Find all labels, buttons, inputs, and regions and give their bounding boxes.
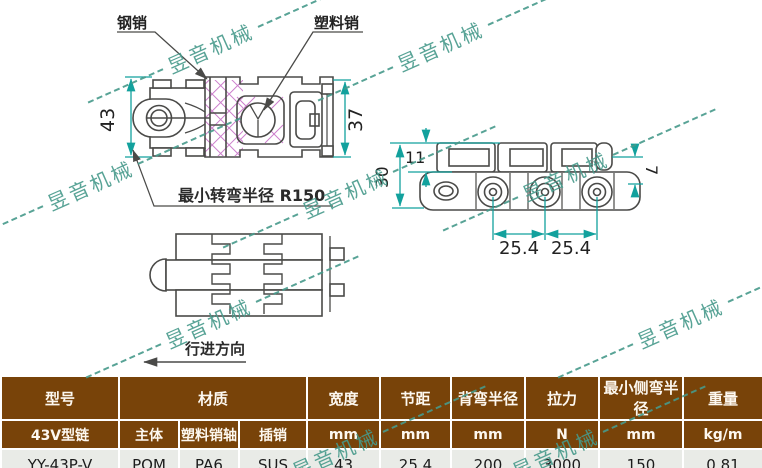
data-row: YY-43P-V POM PA6 SUS 43 25.4 200 3000 15… (2, 450, 762, 468)
unit-sidebend: mm (600, 421, 682, 448)
plastic-pin-label: 塑料销 (314, 14, 359, 32)
value-model: YY-43P-V (2, 450, 118, 468)
col-weight: 重量 (684, 377, 762, 419)
subcol-body: 主体 (120, 421, 178, 448)
col-width: 宽度 (308, 377, 379, 419)
col-min-sidebend-radius: 最小侧弯半径 (600, 377, 682, 419)
pin-labels: 钢销 塑料销 (117, 14, 363, 111)
dimension-pitch-1: 25.4 (499, 238, 539, 259)
steel-pin-label: 钢销 (117, 14, 147, 32)
value-backbend: 200 (452, 450, 524, 468)
technical-drawing: 43 37 钢销 塑料销 最小转弯半径 R150 (97, 14, 661, 367)
spec-table: 型号 材质 宽度 节距 背弯半径 拉力 最小侧弯半径 重量 43V型链 主体 塑… (0, 375, 762, 468)
side-view-dimensions (390, 128, 643, 240)
unit-weight: kg/m (684, 421, 762, 448)
value-pitch: 25.4 (381, 450, 450, 468)
value-tension: 3000 (526, 450, 598, 468)
value-body-material: POM (120, 450, 178, 468)
subcol-plastic-pin: 塑料销轴 (180, 421, 238, 448)
value-plastic-pin-material: PA6 (180, 450, 238, 468)
unit-width: mm (308, 421, 379, 448)
unit-tension: N (526, 421, 598, 448)
unit-pitch: mm (381, 421, 450, 448)
col-tension: 拉力 (526, 377, 598, 419)
dimension-11: 11 (405, 148, 425, 167)
top-view (132, 76, 334, 158)
value-sidebend: 150 (600, 450, 682, 468)
col-model: 型号 (2, 377, 118, 419)
travel-direction: 行进方向 (143, 340, 246, 367)
turning-radius-note: 最小转弯半径 R150 (132, 149, 333, 207)
chain-type: 43V型链 (2, 421, 118, 448)
value-insert-pin-material: SUS (240, 450, 306, 468)
col-backbend-radius: 背弯半径 (452, 377, 524, 419)
travel-direction-label: 行进方向 (184, 340, 245, 358)
dimension-7: 7 (642, 165, 661, 175)
side-view (419, 142, 641, 211)
dimension-37: 37 (345, 108, 367, 132)
col-material: 材质 (120, 377, 306, 419)
subcol-insert-pin: 插销 (240, 421, 306, 448)
dimension-30: 30 (373, 166, 393, 188)
turning-radius-label: 最小转弯半径 R150 (178, 186, 325, 205)
header-row-1: 型号 材质 宽度 节距 背弯半径 拉力 最小侧弯半径 重量 (2, 377, 762, 419)
value-weight: 0.81 (684, 450, 762, 468)
dimension-pitch-2: 25.4 (551, 238, 591, 259)
header-row-2: 43V型链 主体 塑料销轴 插销 mm mm mm N mm kg/m (2, 421, 762, 448)
unit-backbend: mm (452, 421, 524, 448)
col-pitch: 节距 (381, 377, 450, 419)
value-width: 43 (308, 450, 379, 468)
bottom-view (149, 233, 345, 317)
dimension-43: 43 (97, 108, 119, 132)
